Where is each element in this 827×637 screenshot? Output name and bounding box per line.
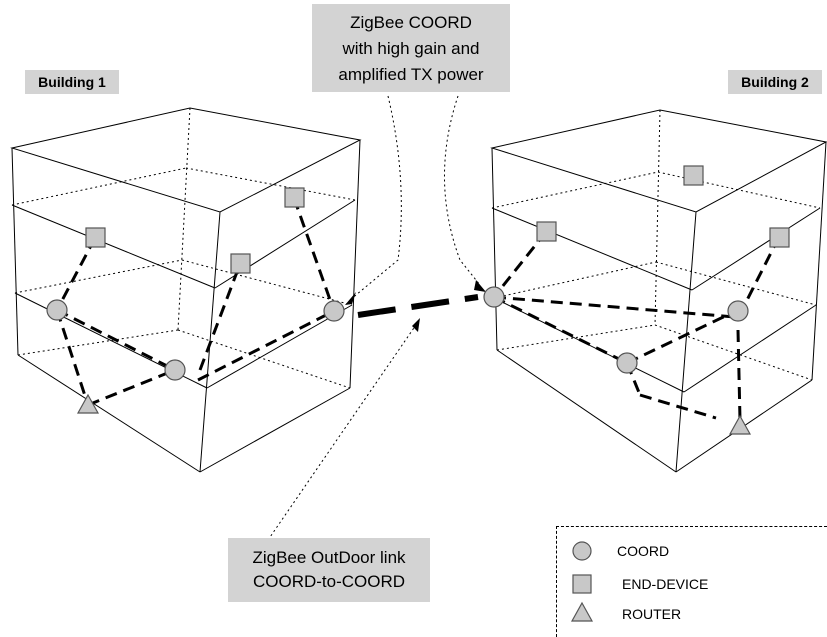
link [736,329,742,421]
pointer-coordinator-b2 [444,95,481,286]
callout-text-line: amplified TX power [338,65,484,84]
callout-arrowheads [345,280,486,332]
arrowhead [474,280,486,292]
building-2-edge [491,147,498,351]
building-2-floor [691,207,821,291]
coord-node [323,300,345,322]
building-2-floor-hidden [491,171,659,209]
building-2-edge [811,141,827,381]
building-2-floor [683,304,817,393]
building-1-edge [349,139,361,389]
nodes [46,165,790,435]
building-2-label: Building 2 [728,70,822,94]
legend-symbols [570,541,594,622]
building-2-edge [675,211,697,473]
legend-end-device-icon [572,574,592,594]
coord-node [46,299,68,321]
link [55,237,97,311]
coord-node [616,352,638,374]
legend-coord-label: COORD [617,543,670,559]
link [55,309,90,406]
coord-node [727,300,749,322]
building-2-hidden-edge [654,109,661,326]
arrowhead [345,292,356,305]
building-2-floor-hidden [655,261,817,306]
pointer-outdoor-link [267,321,419,541]
legend-router-label: ROUTER [622,606,682,622]
link [197,309,335,382]
router-node [76,393,100,414]
callout-text-line: ZigBee OutDoor link [252,548,406,567]
building-1-hidden-edge [177,107,191,331]
building-1-floor-hidden [14,259,183,294]
network-links [55,197,781,421]
outdoor-link-line [357,294,479,318]
link [626,308,739,365]
building-1-floor [11,204,216,289]
building-2-edge [496,349,677,473]
building-1-frame [10,107,362,473]
legend-coord-icon [572,541,592,561]
end-device-node [230,253,251,274]
building-1-floor-hidden [11,167,187,206]
link [492,231,548,298]
outdoor-link [357,294,479,318]
link [292,197,336,312]
building-1-edge [199,387,351,473]
link [87,368,176,407]
outdoor-link-callout: ZigBee OutDoor link COORD-to-COORD [228,538,430,602]
link [639,393,717,420]
callout-text-line: ZigBee COORD [350,13,472,32]
coord-node [483,286,505,308]
building-2-base-hidden [496,324,656,351]
callout-text-line: with high gain and [342,39,480,58]
pointer-coordinator-b1 [349,95,402,301]
building-1-base-hidden [17,329,179,356]
building-1-floor-hidden [185,167,356,201]
link [198,263,242,371]
arrowhead [412,318,420,332]
callout-pointers [267,95,481,541]
end-device-node [536,221,557,242]
legend [556,526,827,637]
end-device-node [85,227,106,248]
building-1-floor-hidden [181,259,353,306]
building-1-base-hidden [177,329,351,389]
building-2-base-hidden [654,324,813,381]
building-1-label: Building 1 [25,70,119,94]
legend-router-icon [570,601,594,622]
legend-end-device-label: END-DEVICE [622,576,709,592]
link [56,308,176,372]
building-1-edge [17,354,201,473]
link [493,295,628,365]
router-node [728,414,752,435]
coord-node [164,359,186,381]
building-2-floor-hidden [657,171,821,209]
coordinator-callout: ZigBee COORD with high gain and amplifie… [312,4,510,92]
building-2-frame [490,109,827,473]
link [493,295,736,319]
building-1-edge [11,147,19,356]
end-device-node [683,165,704,186]
callout-text-line: COORD-to-COORD [252,572,406,591]
building-2-floor [491,207,693,291]
end-device-node [284,187,305,208]
end-device-node [769,227,790,248]
building-1-roof [10,107,362,213]
link [740,236,781,311]
